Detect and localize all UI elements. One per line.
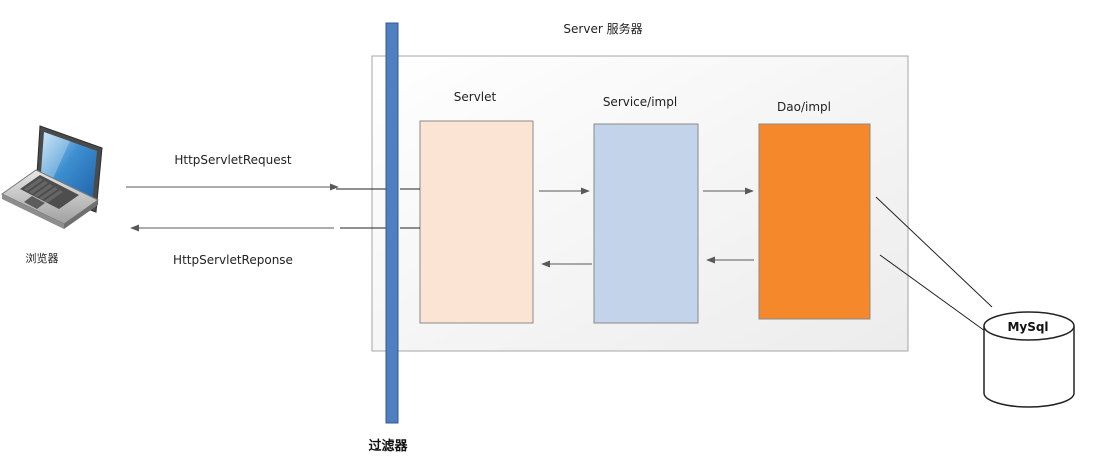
servlet-box (419, 120, 534, 324)
database-label: MySql (1007, 320, 1048, 334)
db-connector-bottom (879, 254, 986, 332)
service-label: Service/impl (603, 95, 677, 109)
dao-box (758, 123, 871, 320)
filter-label: 过滤器 (368, 438, 408, 454)
service-box (593, 123, 699, 324)
servlet-label: Servlet (454, 90, 497, 104)
dao-label: Dao/impl (777, 100, 831, 114)
request-label: HttpServletRequest (174, 153, 292, 167)
response-label: HttpServletReponse (173, 253, 293, 267)
database-cylinder-icon (983, 311, 1075, 408)
browser-label: 浏览器 (26, 251, 59, 265)
filter-bar (385, 22, 399, 424)
laptop-icon (1, 125, 103, 229)
db-connector-top (875, 196, 993, 308)
server-title: Server 服务器 (563, 21, 642, 36)
